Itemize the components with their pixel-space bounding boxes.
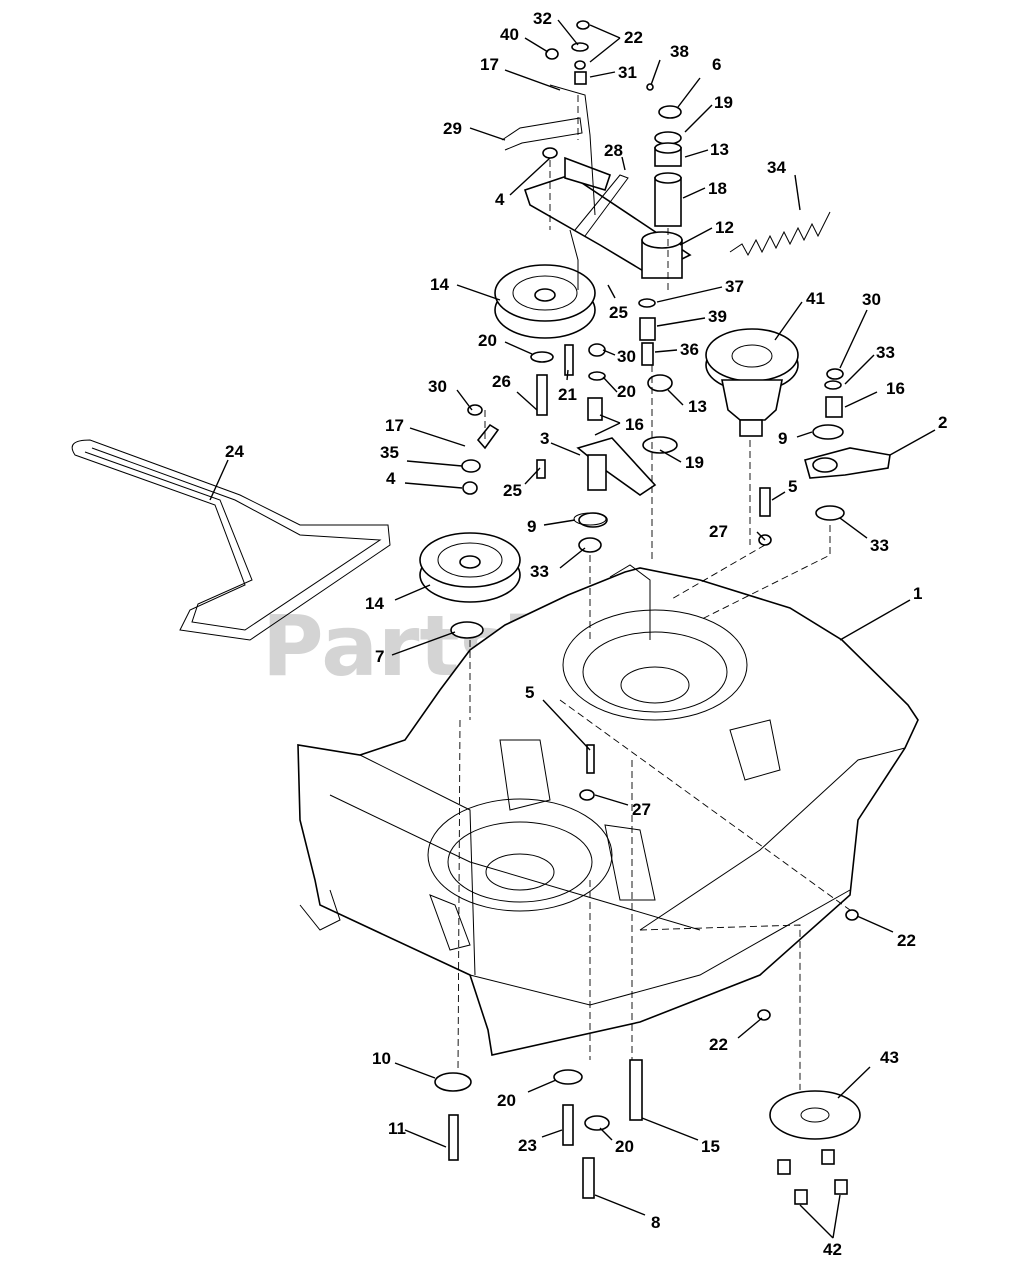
- callout-42: 42: [823, 1240, 842, 1259]
- callout-17: 17: [385, 416, 404, 435]
- callout-20: 20: [478, 331, 497, 350]
- callout-14: 14: [365, 594, 384, 613]
- spindle-stack: [654, 105, 682, 227]
- callout-19: 19: [714, 93, 733, 112]
- callout-30: 30: [428, 377, 447, 396]
- callout-27: 27: [632, 800, 651, 819]
- callout-37: 37: [725, 277, 744, 296]
- callout-34: 34: [767, 158, 786, 177]
- callout-6: 6: [712, 55, 721, 74]
- callout-22: 22: [897, 931, 916, 950]
- callout-5: 5: [525, 683, 534, 702]
- callout-25: 25: [503, 481, 522, 500]
- callout-31: 31: [618, 63, 637, 82]
- callout-14: 14: [430, 275, 449, 294]
- callout-labels: 32 22 40 17 31 38 6 19 29 13 28 34 4 18 …: [225, 9, 947, 1259]
- drive-belt: [71, 439, 391, 641]
- callout-16: 16: [625, 415, 644, 434]
- callout-24: 24: [225, 442, 244, 461]
- callout-22: 22: [709, 1035, 728, 1054]
- callout-12: 12: [715, 218, 734, 237]
- callout-26: 26: [492, 372, 511, 391]
- callout-15: 15: [701, 1137, 720, 1156]
- callout-22: 22: [624, 28, 643, 47]
- callout-13: 13: [688, 397, 707, 416]
- callout-20: 20: [615, 1137, 634, 1156]
- assembly-guide-lines: [457, 95, 851, 1090]
- callout-20: 20: [617, 382, 636, 401]
- callout-7: 7: [375, 647, 384, 666]
- callout-43: 43: [880, 1048, 899, 1067]
- callout-35: 35: [380, 443, 399, 462]
- callout-10: 10: [372, 1049, 391, 1068]
- idler-pulley-lower: [419, 532, 521, 603]
- callout-25: 25: [609, 303, 628, 322]
- callout-1: 1: [913, 584, 922, 603]
- callout-33: 33: [870, 536, 889, 555]
- idler-arm-bracket: [523, 156, 692, 279]
- callout-2: 2: [938, 413, 947, 432]
- callout-11: 11: [388, 1119, 406, 1138]
- callout-30: 30: [617, 347, 636, 366]
- callout-38: 38: [670, 42, 689, 61]
- callout-33: 33: [876, 343, 895, 362]
- callout-40: 40: [500, 25, 519, 44]
- callout-23: 23: [518, 1136, 537, 1155]
- callout-13: 13: [710, 140, 729, 159]
- linkage-rods: [501, 84, 629, 290]
- idler-pulley-upper: [494, 264, 596, 339]
- callout-3: 3: [540, 429, 549, 448]
- callout-36: 36: [680, 340, 699, 359]
- callout-29: 29: [443, 119, 462, 138]
- callout-5: 5: [788, 477, 797, 496]
- callout-19: 19: [685, 453, 704, 472]
- callout-16: 16: [886, 379, 905, 398]
- callout-39: 39: [708, 307, 727, 326]
- callout-4: 4: [386, 469, 396, 488]
- callout-21: 21: [558, 385, 577, 404]
- leader-lines: [209, 19, 936, 1239]
- callout-17: 17: [480, 55, 499, 74]
- callout-4: 4: [495, 190, 505, 209]
- tension-spring: [729, 211, 831, 257]
- callout-9: 9: [778, 429, 787, 448]
- callout-28: 28: [604, 141, 623, 160]
- callout-32: 32: [533, 9, 552, 28]
- spindle-pulley: [705, 328, 799, 437]
- callout-30: 30: [862, 290, 881, 309]
- torsion-spring: [573, 512, 607, 526]
- callout-27: 27: [709, 522, 728, 541]
- callout-41: 41: [806, 289, 825, 308]
- callout-18: 18: [708, 179, 727, 198]
- deck-housing: [297, 564, 919, 1056]
- callout-20: 20: [497, 1091, 516, 1110]
- callout-9: 9: [527, 517, 536, 536]
- callout-8: 8: [651, 1213, 660, 1232]
- callout-33: 33: [530, 562, 549, 581]
